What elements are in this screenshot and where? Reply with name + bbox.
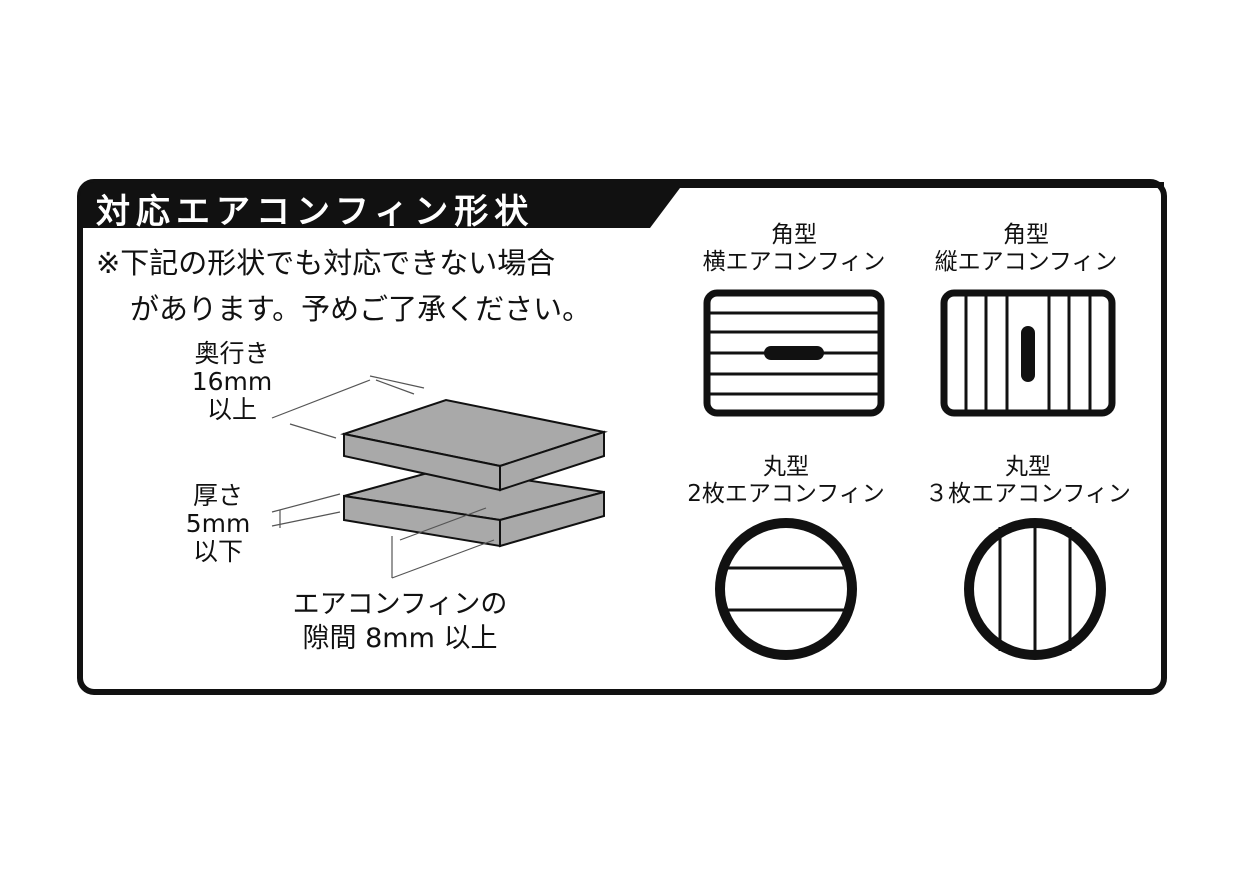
fin-type-name: ３枚エアコンフィン	[925, 481, 1131, 507]
depth-guide-line	[271, 379, 371, 419]
gap-label-line-1: エアコンフィンの	[292, 589, 508, 620]
fin-type-shape: 角型	[1003, 222, 1049, 248]
fin-type-label-round-two: 丸型 2枚エアコンフィン	[666, 454, 906, 508]
gap-guide-line	[399, 507, 487, 541]
depth-guide-line	[289, 423, 337, 439]
thickness-label: 厚さ 5mm 以下	[166, 482, 270, 566]
fin-type-shape: 丸型	[763, 454, 809, 480]
panel-title: 対応エアコンフィン形状	[96, 192, 535, 232]
title-banner	[80, 182, 1164, 228]
fin-type-label-square-horizontal: 角型 横エアコンフィン	[674, 222, 914, 276]
depth-guide-line	[369, 375, 425, 389]
depth-label-line-2: 16mm	[191, 367, 273, 396]
thickness-label-line-2: 5mm	[185, 509, 251, 538]
note-line-1: ※下記の形状でも対応できない場合	[96, 246, 556, 280]
thickness-guide-line	[271, 493, 341, 513]
upper-fin-plate-side	[499, 430, 605, 492]
fin-type-name: 2枚エアコンフィン	[687, 481, 885, 507]
gap-guide-line	[391, 539, 495, 579]
depth-guide-line	[375, 379, 415, 395]
depth-label-line-3: 以上	[206, 395, 257, 424]
fin-plates-diagram	[271, 375, 608, 579]
thickness-label-line-3: 以下	[192, 537, 243, 566]
thickness-label-line-1: 厚さ	[192, 481, 243, 510]
fin-type-shape: 角型	[771, 222, 817, 248]
round-two-fin-icon	[715, 518, 857, 660]
fin-type-label-square-vertical: 角型 縦エアコンフィン	[906, 222, 1146, 276]
fin-type-shape: 丸型	[1005, 454, 1051, 480]
note-line-2: があります。予めご了承ください。	[130, 292, 592, 326]
thickness-guide-line	[271, 511, 341, 527]
square-horizontal-fin-icon	[703, 289, 885, 417]
gap-label-line-2: 隙間 8mm 以上	[302, 623, 498, 654]
depth-label: 奥行き 16mm 以上	[172, 340, 292, 424]
square-vertical-fin-icon	[940, 289, 1116, 417]
fin-type-name: 横エアコンフィン	[702, 249, 886, 275]
fin-type-name: 縦エアコンフィン	[934, 249, 1118, 275]
round-three-fin-icon	[964, 518, 1106, 660]
fin-type-label-round-three: 丸型 ３枚エアコンフィン	[908, 454, 1148, 508]
lower-fin-plate-side	[499, 490, 605, 548]
gap-label: エアコンフィンの 隙間 8mm 以上	[250, 588, 550, 656]
depth-label-line-1: 奥行き	[194, 339, 270, 368]
